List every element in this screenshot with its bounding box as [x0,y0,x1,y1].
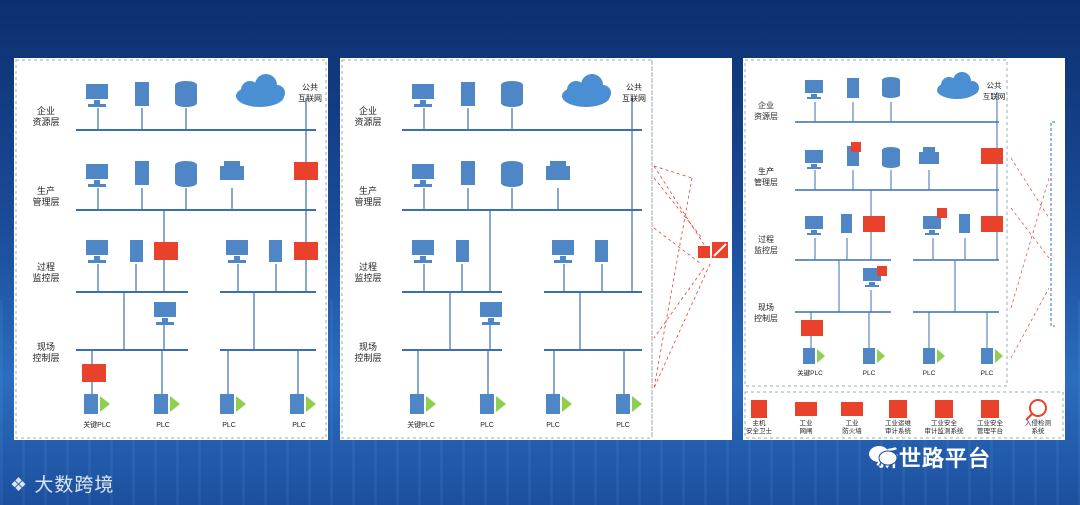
monitor-devices [86,240,282,325]
legend-label: 工业安全审计监测系统 [924,420,964,435]
legend-label: 工业安全管理平台 [977,420,1003,435]
firewall-icon [841,402,863,416]
firewall-icon [294,162,318,180]
layer-label: 现场控制层 [354,342,382,363]
firewall-icon [154,242,178,260]
legend-label: 主机安全卫士 [746,420,772,435]
legend-icons [751,399,1047,421]
layer-label: 现场控制层 [32,342,60,363]
watermark-left: ❖ 大数跨境 [10,470,114,497]
layer-label: 企业资源层 [754,101,778,121]
legend-label: 工业运维审计系统 [885,420,911,435]
layer-label: 过程监控层 [754,235,778,255]
firewall-icon [82,364,106,382]
production-devices [86,161,244,187]
plc-label: 关键PLC [797,370,823,377]
layer-label: 生产管理层 [32,186,60,207]
layer-label: 企业资源层 [354,106,382,127]
lock-icon [751,400,767,418]
panel3-diagram [744,59,1064,439]
intrusion-icon [1029,399,1047,417]
attack-path-lines [653,165,711,389]
plc-label: 关键PLC [83,422,111,429]
audit-icon [889,400,907,418]
plc-label: PLC [222,422,236,429]
wechat-icon [869,446,898,466]
layer-label: 企业资源层 [32,106,60,127]
gateway-icon [795,402,817,416]
enterprise-devices [86,81,197,107]
panel-attack-paths: 企业资源层 生产管理层 过程监控层 现场控制层 公共互联网 关键PLC PLC … [340,58,732,440]
layer-label: 过程监控层 [354,262,382,283]
cloud-icon [236,74,285,107]
plc-label: PLC [980,370,994,377]
panel-protected-architecture: 企业资源层 生产管理层 过程监控层 现场控制层 公共互联网 关键PLC PLC … [743,58,1065,440]
layer-label: 现场控制层 [754,303,778,323]
panel-original-architecture: 企业资源层 生产管理层 过程监控层 现场控制层 公共互联网 关键PLC PLC … [14,58,328,440]
panel2-diagram [341,59,728,439]
plc-label: PLC [616,422,630,429]
monitor-icon [935,400,953,418]
cloud-label: 公共互联网 [622,83,646,103]
shield-icon [981,400,999,418]
layer-label: 过程监控层 [32,262,60,283]
watermark-right: 新世路平台 [868,442,991,472]
plc-label: PLC [156,422,170,429]
panel1-diagram [15,59,327,439]
plc-label: PLC [862,370,876,377]
layer-label: 生产管理层 [354,186,382,207]
legend-label: 入侵检测系统 [1025,420,1051,435]
plc-label: 关键PLC [407,422,435,429]
plc-icons [84,394,316,414]
cloud-label: 公共互联网 [298,83,322,103]
firewall-icon [294,242,318,260]
legend-label: 工业防火墙 [842,420,862,435]
watermark-left-text: 大数跨境 [34,475,115,496]
plc-label: PLC [922,370,936,377]
cloud-label: 公共互联网 [982,81,1006,101]
security-devices [801,142,1003,336]
brand-logo-icon: ❖ [10,475,29,496]
layer-label: 生产管理层 [754,167,778,187]
plc-label: PLC [546,422,560,429]
plc-label: PLC [292,422,306,429]
legend-label: 工业网闸 [799,420,813,435]
attacker-icon [698,242,728,258]
plc-label: PLC [480,422,494,429]
